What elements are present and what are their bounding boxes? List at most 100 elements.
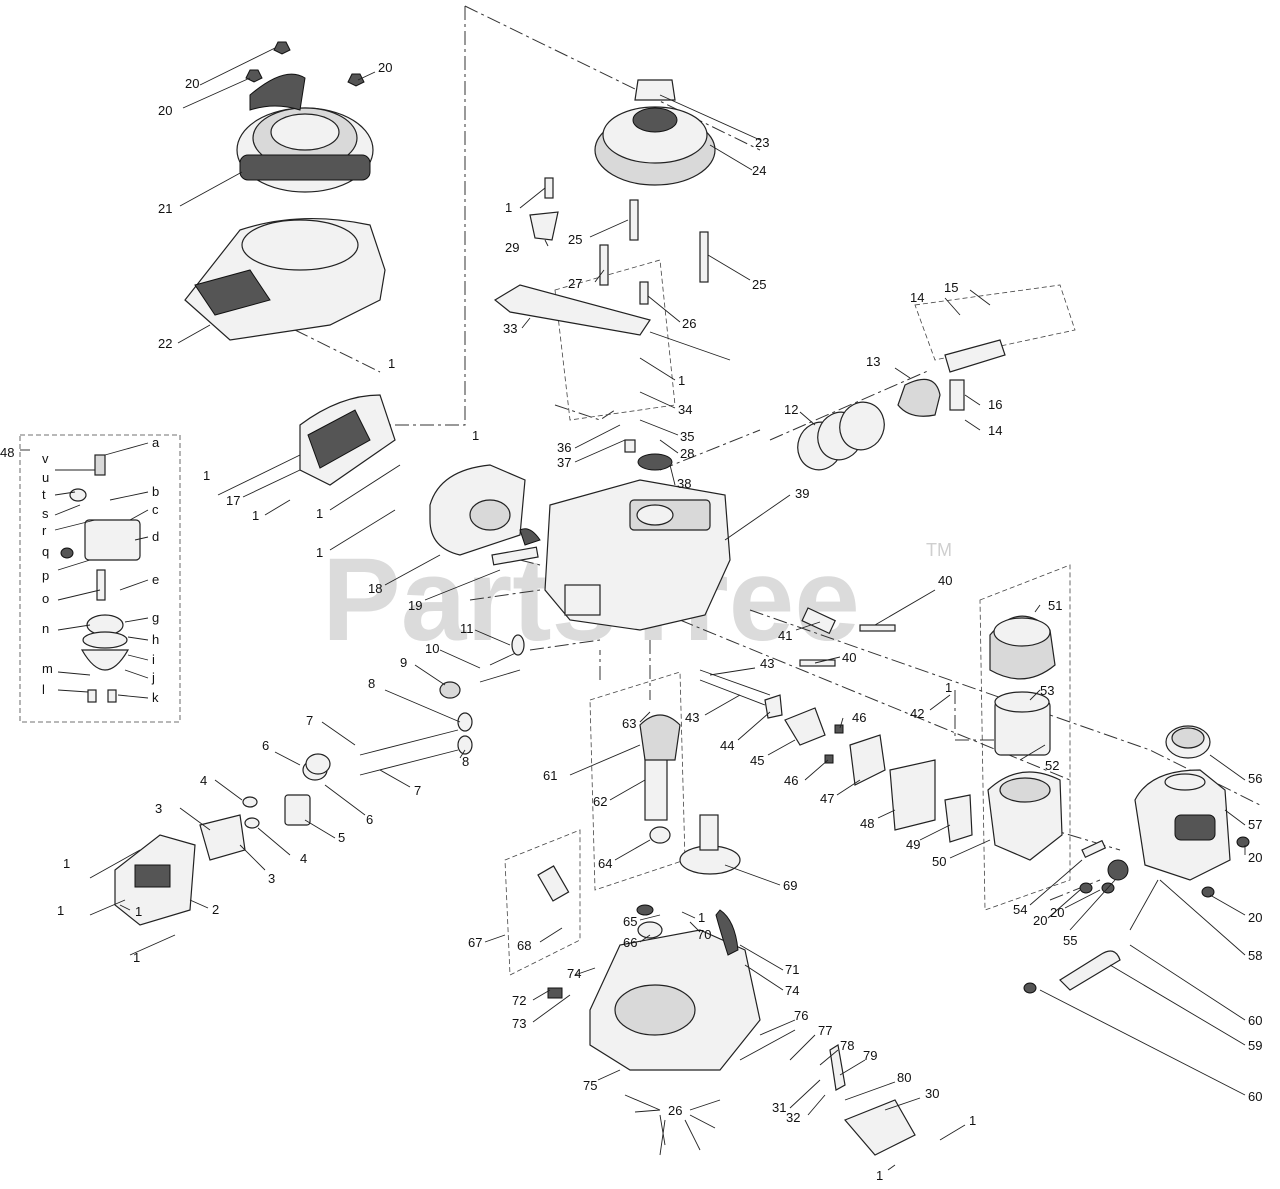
callout: 15 [944, 280, 958, 295]
callout: 64 [598, 856, 612, 871]
crankcase [544, 439, 731, 631]
callout: 1 [505, 200, 512, 215]
callout: 44 [720, 738, 734, 753]
callout: 11 [460, 621, 474, 636]
callout: 3 [268, 871, 275, 886]
callout: 26 [682, 316, 696, 331]
callout-letter: q [42, 544, 49, 559]
governor-parts [519, 528, 916, 1156]
callout: 39 [795, 486, 809, 501]
callout: 29 [505, 240, 519, 255]
callout: 1 [388, 356, 395, 371]
callout: 48 [860, 816, 874, 831]
callout: 35 [680, 429, 694, 444]
sump-base [589, 904, 761, 1071]
callout: 60 [1248, 1013, 1262, 1028]
callout: 19 [408, 598, 422, 613]
small-parts-center [491, 546, 973, 843]
blower-housing [184, 217, 386, 341]
callout: 66 [623, 935, 637, 950]
callout: 1 [698, 910, 705, 925]
callout: 1 [63, 856, 70, 871]
callout: 78 [840, 1038, 854, 1053]
callout-letter: d [152, 529, 159, 544]
callout: 47 [820, 791, 834, 806]
callout: 34 [678, 402, 692, 417]
callout: 1 [316, 545, 323, 560]
callout: 70 [697, 927, 711, 942]
callout: 71 [785, 962, 799, 977]
callout: 1 [969, 1113, 976, 1128]
callout: 24 [752, 163, 766, 178]
callout-letter: s [42, 506, 49, 521]
callout: 51 [1048, 598, 1062, 613]
callout: 4 [300, 851, 307, 866]
callout: 1 [316, 506, 323, 521]
callout: 37 [557, 455, 571, 470]
watermark-trademark: TM [926, 540, 952, 560]
callout-letter: a [152, 435, 160, 450]
callout: 12 [784, 402, 798, 417]
callout: 21 [158, 201, 172, 216]
recoil-starter [236, 41, 374, 193]
callout-labels: 20 20 20 21 22 23 24 25 25 27 26 1 29 33… [0, 60, 1262, 1183]
callout: 18 [368, 581, 382, 596]
callout-letter: l [42, 682, 45, 697]
callout: 40 [842, 650, 856, 665]
callout: 14 [910, 290, 924, 305]
callout: 20 [1248, 850, 1262, 865]
callout-letter: r [42, 523, 47, 538]
callout-letter: t [42, 487, 46, 502]
callout-letter: i [152, 652, 155, 667]
callout: 63 [622, 716, 636, 731]
callout: 1 [203, 468, 210, 483]
callout: 7 [306, 713, 313, 728]
callout: 1 [252, 508, 259, 523]
callout: 14 [988, 423, 1002, 438]
callout-letter: e [152, 572, 159, 587]
callout: 76 [794, 1008, 808, 1023]
valve-cover-18 [429, 464, 526, 556]
callout: 68 [517, 938, 531, 953]
carburetor-inset [60, 454, 141, 703]
callout: 28 [680, 446, 694, 461]
callout: 45 [750, 753, 764, 768]
callout: 55 [1063, 933, 1077, 948]
callout: 20 [158, 103, 172, 118]
callout: 52 [1045, 758, 1059, 773]
callout: 4 [200, 773, 207, 788]
callout-letter: v [42, 451, 49, 466]
callout-letter: b [152, 484, 159, 499]
ignition-parts [493, 177, 731, 361]
callout: 1 [945, 680, 952, 695]
piston-rings [797, 339, 1006, 471]
callout: 43 [760, 656, 774, 671]
callout-letter: o [42, 591, 49, 606]
callout: 20 [185, 76, 199, 91]
callout: 33 [503, 321, 517, 336]
callout-letter: u [42, 470, 49, 485]
callout: 27 [568, 276, 582, 291]
callout: 20 [1248, 910, 1262, 925]
callout: 54 [1013, 902, 1027, 917]
callout: 20 [378, 60, 392, 75]
callout: 36 [557, 440, 571, 455]
callout-letter: p [42, 568, 49, 583]
valvetrain [199, 634, 525, 861]
callout: 46 [784, 773, 798, 788]
leader-lines [20, 47, 1246, 1171]
callout: 6 [262, 738, 269, 753]
callout: 49 [906, 837, 920, 852]
callout: 59 [1248, 1038, 1262, 1053]
callout: 58 [1248, 948, 1262, 963]
callout: 73 [512, 1016, 526, 1031]
callout: 43 [685, 710, 699, 725]
callout: 60 [1248, 1089, 1262, 1104]
callout-letter: h [152, 632, 159, 647]
assembly-lines [294, 5, 1261, 901]
callout: 69 [783, 878, 797, 893]
callout: 53 [1040, 683, 1054, 698]
callout: 80 [897, 1070, 911, 1085]
flywheel [594, 79, 716, 186]
callout: 62 [593, 794, 607, 809]
